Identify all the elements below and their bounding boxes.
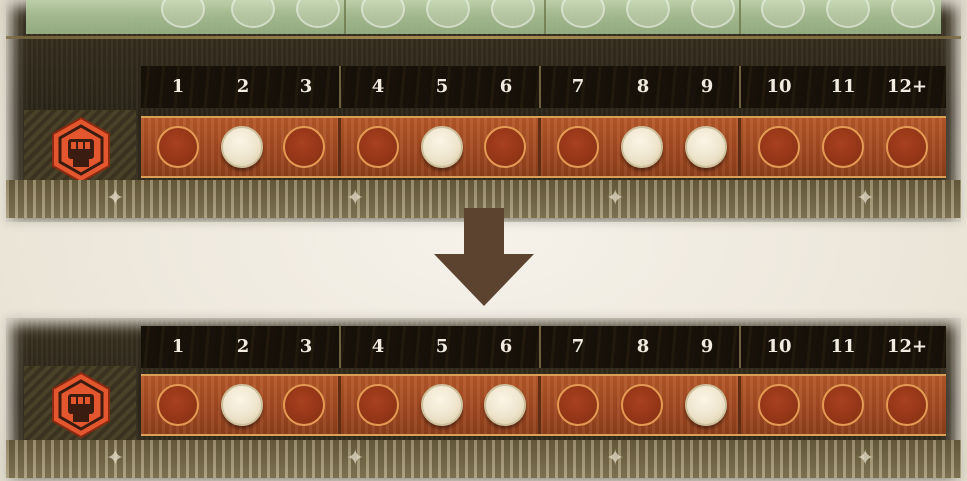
track-separator	[338, 376, 341, 434]
green-slot	[826, 0, 870, 28]
token-space-empty	[484, 126, 526, 168]
token-track-after	[141, 374, 946, 436]
position-number: 12+	[877, 66, 937, 108]
token-space-empty	[886, 384, 928, 426]
position-number: 3	[276, 66, 336, 108]
position-number: 2	[213, 66, 273, 108]
header-separator	[739, 66, 741, 108]
position-number: 5	[412, 326, 472, 368]
green-slot	[891, 0, 935, 28]
position-number: 10	[749, 66, 809, 108]
ornament-icon: ✦	[606, 186, 624, 211]
token-space-filled	[421, 384, 463, 426]
green-slot	[161, 0, 205, 28]
ornament-icon: ✦	[856, 186, 874, 211]
ornamental-band: ✦ ✦ ✦ ✦	[6, 440, 961, 478]
token-space-empty	[157, 384, 199, 426]
header-separator	[739, 326, 741, 368]
position-number: 10	[749, 326, 809, 368]
token-space-filled	[221, 384, 263, 426]
position-number: 7	[548, 326, 608, 368]
position-number: 6	[476, 66, 536, 108]
position-number: 4	[348, 66, 408, 108]
position-number: 6	[476, 326, 536, 368]
position-number: 8	[613, 66, 673, 108]
green-separator	[544, 0, 546, 34]
fist-hexagon-icon	[46, 370, 116, 440]
token-space-filled	[484, 384, 526, 426]
header-separator	[539, 326, 541, 368]
token-space-empty	[283, 126, 325, 168]
token-space-empty	[822, 384, 864, 426]
position-number: 1	[148, 66, 208, 108]
token-space-empty	[283, 384, 325, 426]
green-separator	[739, 0, 741, 34]
token-space-empty	[758, 384, 800, 426]
ornament-icon: ✦	[856, 446, 874, 471]
position-number: 2	[213, 326, 273, 368]
token-space-filled	[685, 126, 727, 168]
track-separator	[338, 118, 341, 176]
token-space-empty	[886, 126, 928, 168]
position-number: 9	[677, 66, 737, 108]
position-number: 5	[412, 66, 472, 108]
ornament-icon: ✦	[346, 186, 364, 211]
token-space-empty	[357, 126, 399, 168]
position-number: 11	[813, 66, 873, 108]
position-number: 1	[148, 326, 208, 368]
token-space-filled	[421, 126, 463, 168]
token-space-empty	[621, 384, 663, 426]
position-number: 12+	[877, 326, 937, 368]
ornament-icon: ✦	[106, 446, 124, 471]
track-separator	[538, 376, 541, 434]
green-slot	[296, 0, 340, 28]
token-space-empty	[357, 384, 399, 426]
green-slot	[691, 0, 735, 28]
ornament-icon: ✦	[606, 446, 624, 471]
number-header-after: 1 2 3 4 5 6 7 8 9 10 11 12+	[141, 326, 946, 368]
upper-green-track	[26, 0, 941, 34]
down-arrow-icon	[432, 208, 536, 308]
fist-hexagon-icon	[46, 115, 116, 185]
token-space-filled	[621, 126, 663, 168]
green-slot	[426, 0, 470, 28]
green-slot	[361, 0, 405, 28]
token-space-empty	[157, 126, 199, 168]
track-separator	[538, 118, 541, 176]
token-space-filled	[685, 384, 727, 426]
track-separator	[738, 376, 741, 434]
gold-trim	[6, 36, 961, 39]
ornament-icon: ✦	[106, 186, 124, 211]
green-slot	[491, 0, 535, 28]
token-space-empty	[557, 384, 599, 426]
board-panel-after: 1 2 3 4 5 6 7 8 9 10 11 12+ ✦ ✦ ✦ ✦	[6, 318, 961, 481]
position-number: 9	[677, 326, 737, 368]
ornament-icon: ✦	[346, 446, 364, 471]
token-space-empty	[557, 126, 599, 168]
header-separator	[339, 326, 341, 368]
track-separator	[738, 118, 741, 176]
position-number: 3	[276, 326, 336, 368]
token-space-filled	[221, 126, 263, 168]
green-slot	[626, 0, 670, 28]
token-space-empty	[822, 126, 864, 168]
position-number: 11	[813, 326, 873, 368]
green-slot	[561, 0, 605, 28]
token-track-before	[141, 116, 946, 178]
green-separator	[344, 0, 346, 34]
position-number: 7	[548, 66, 608, 108]
token-space-empty	[758, 126, 800, 168]
green-slot	[761, 0, 805, 28]
header-separator	[339, 66, 341, 108]
green-slot	[231, 0, 275, 28]
position-number: 8	[613, 326, 673, 368]
position-number: 4	[348, 326, 408, 368]
board-panel-before: 1 2 3 4 5 6 7 8 9 10 11 12+ ✦ ✦ ✦ ✦	[6, 0, 961, 222]
header-separator	[539, 66, 541, 108]
number-header-before: 1 2 3 4 5 6 7 8 9 10 11 12+	[141, 66, 946, 108]
